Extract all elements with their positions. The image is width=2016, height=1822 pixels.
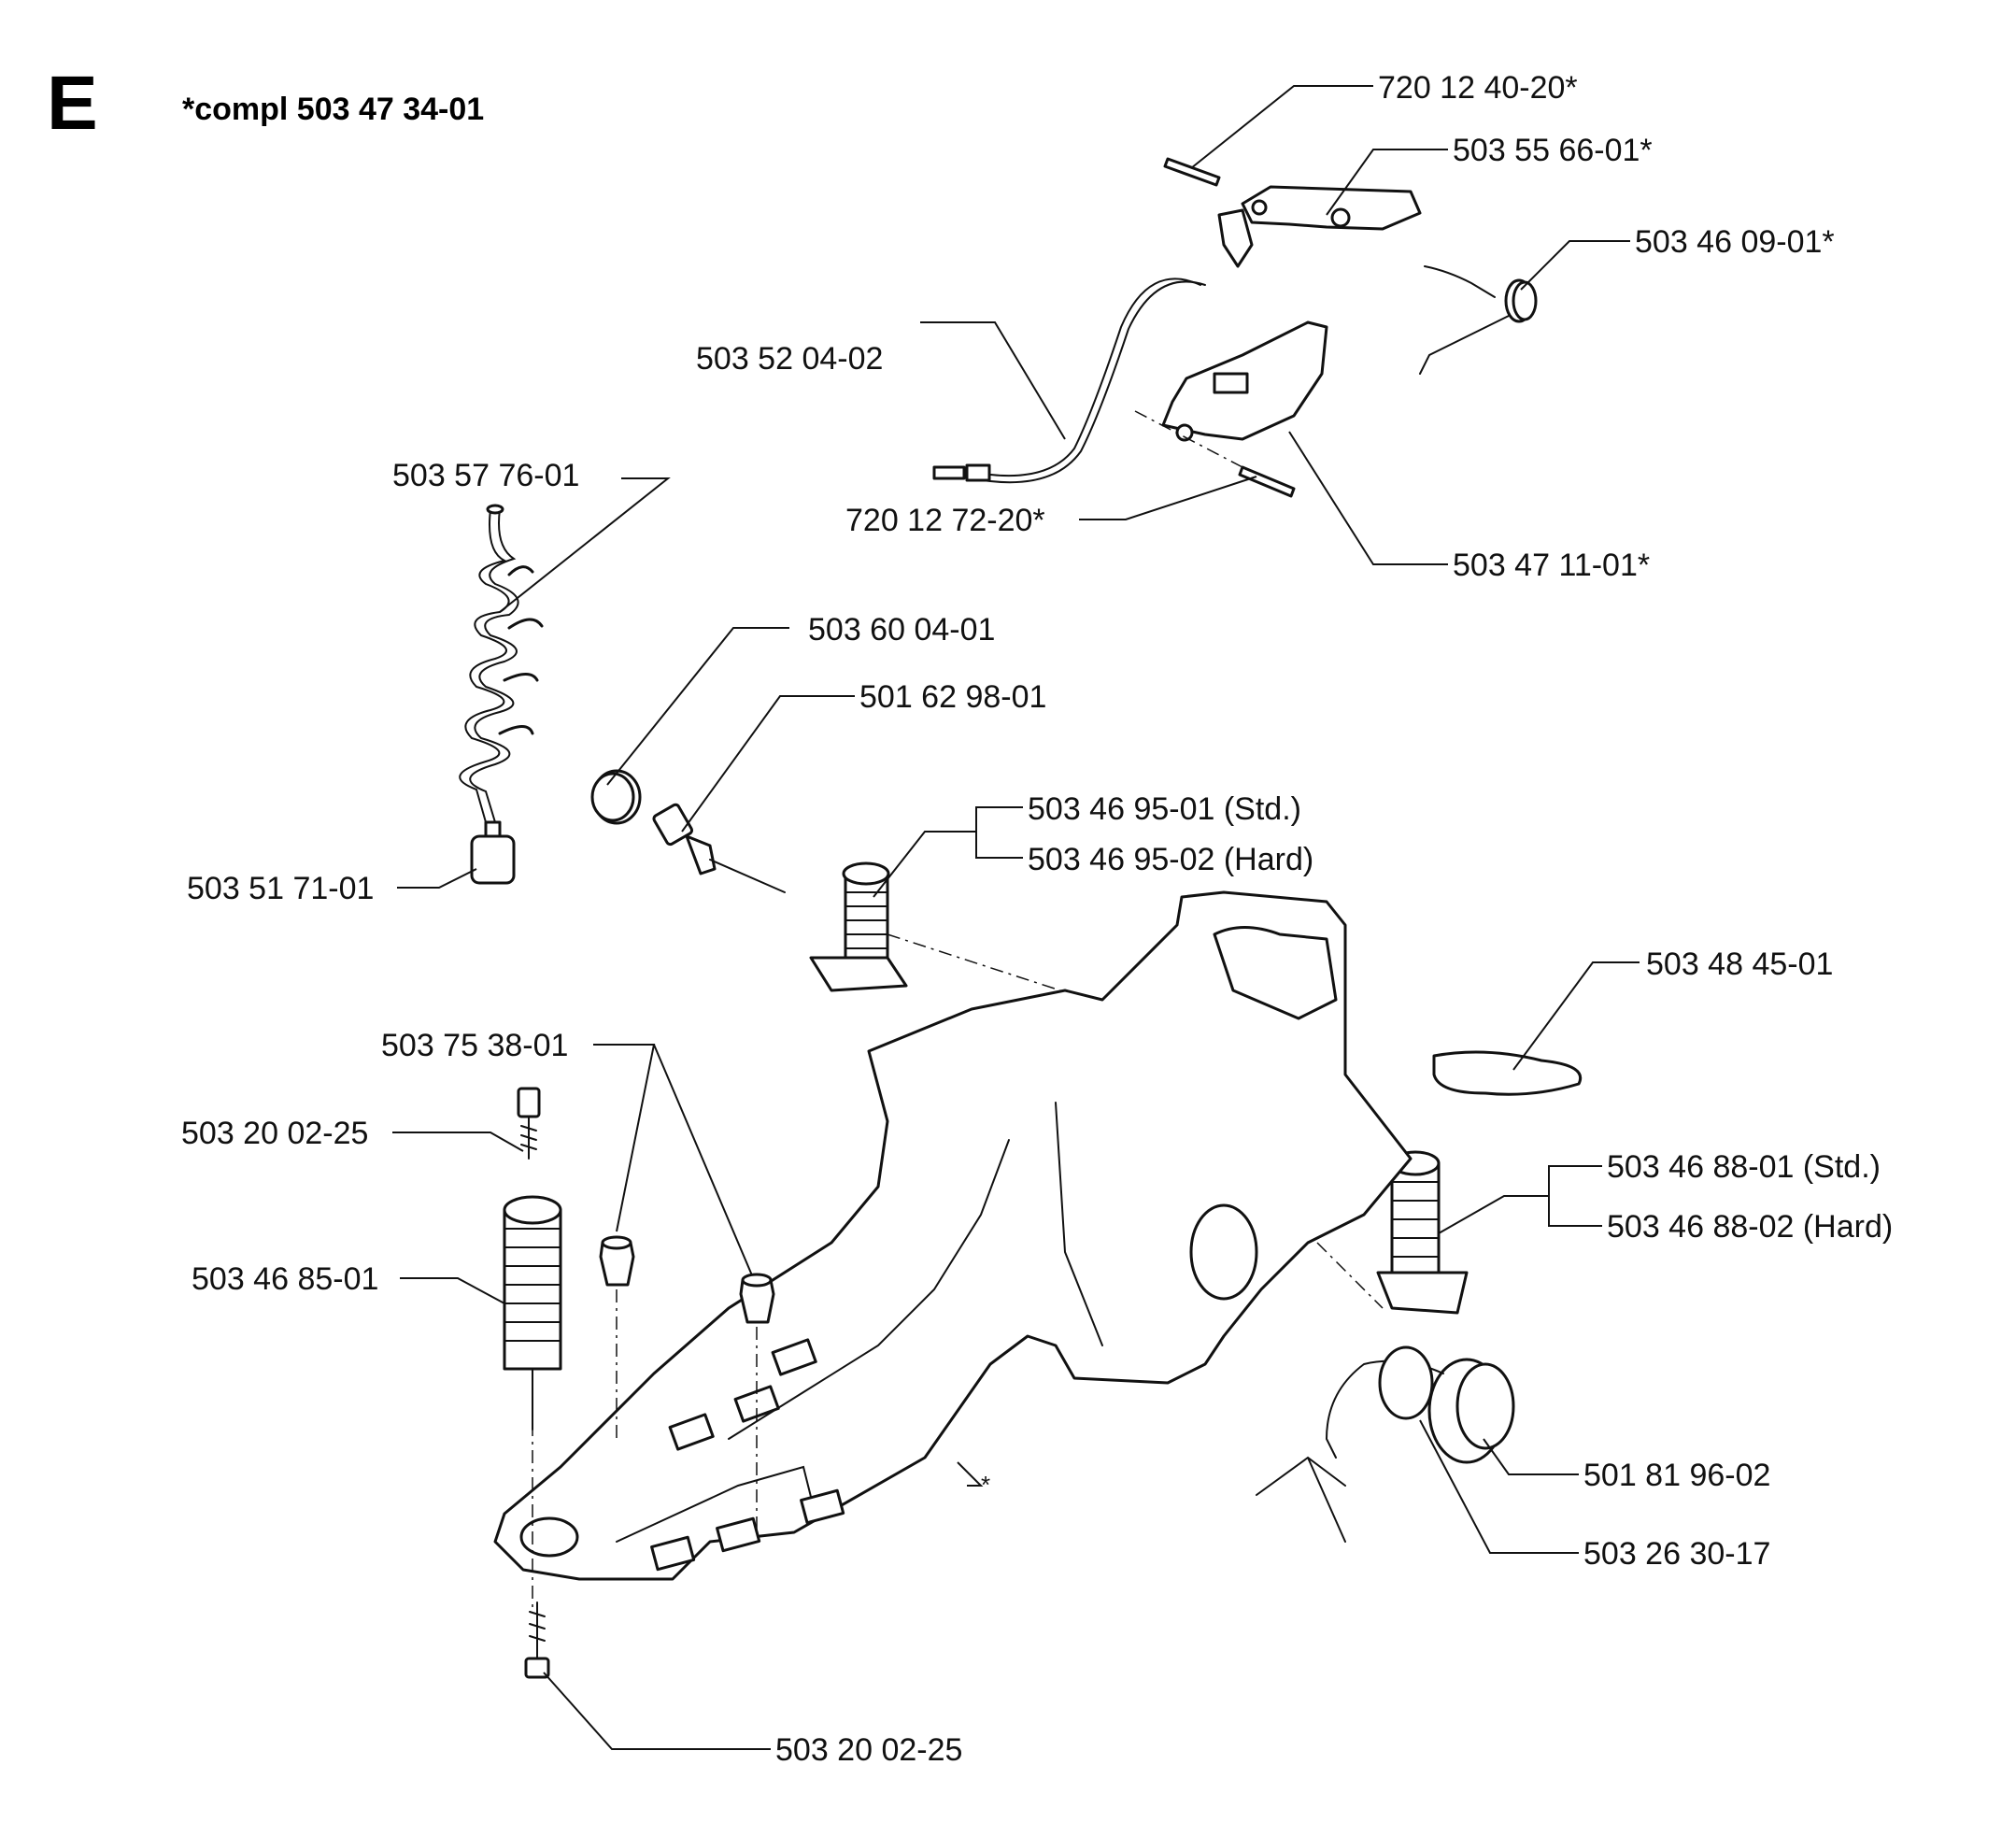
part-label-screw-lower: 503 20 02-25 [775,1732,962,1768]
part-label-asterisk: * [981,1471,990,1499]
part-label-o-ring: 503 26 30-17 [1583,1536,1770,1572]
av-element-upper-part [809,861,908,992]
part-labels: 720 12 40-20* 503 55 66-01* 503 46 09-01… [181,70,1893,1768]
fuel-cap-part [1325,1358,1515,1464]
part-label-screw-upper: 503 20 02-25 [181,1116,368,1151]
pin-upper-part [1163,157,1221,187]
cap-strap-part [1256,1456,1346,1543]
part-label-fuel-cap: 501 81 96-02 [1583,1458,1770,1493]
part-label-handle-cover: 503 48 45-01 [1646,947,1833,982]
o-ring-part [1378,1345,1434,1420]
vent-plug-part [590,769,642,825]
part-label-vent-plug: 503 60 04-01 [808,612,995,648]
leader-lines [392,85,1640,1750]
part-label-bushing: 503 75 38-01 [381,1028,568,1063]
fuel-tank-housing-part [493,890,1413,1581]
screw-lower-part [524,1601,550,1679]
part-label-throttle-lever: 503 55 66-01* [1453,133,1653,168]
part-label-av-upper-hard: 503 46 95-02 (Hard) [1028,842,1313,877]
screw-upper-part [517,1087,541,1160]
trigger-part [1161,320,1328,442]
throttle-lever-part [1217,185,1422,268]
av-element-left-part [503,1195,562,1431]
assembly-subtitle: *compl 503 47 34-01 [182,92,485,127]
part-label-fuel-filter: 503 51 71-01 [187,871,374,906]
part-label-oil-pump-screw: 501 62 98-01 [859,679,1046,715]
part-label-fuel-hose: 503 57 76-01 [392,458,579,493]
part-label-av-right-std: 503 46 88-01 (Std.) [1607,1149,1881,1185]
fuel-filter-part [470,820,516,885]
part-label-trigger: 503 47 11-01* [1453,548,1650,583]
part-label-spring: 503 46 09-01* [1635,224,1835,260]
oil-pump-screw-part [652,803,786,893]
bushing-right-part [739,1273,775,1324]
bushing-left-part [599,1235,635,1287]
spring-part [1419,265,1538,375]
part-label-av-left: 503 46 85-01 [192,1261,378,1297]
fuel-hose-part [459,504,544,823]
handle-cover-part [1432,1050,1582,1096]
pin-lower-part [1134,410,1296,498]
part-label-pin-upper: 720 12 40-20* [1378,70,1578,106]
part-label-av-upper-std: 503 46 95-01 (Std.) [1028,791,1301,827]
part-label-pin-lower: 720 12 72-20* [845,503,1045,538]
part-label-throttle-cable: 503 52 04-02 [696,341,883,377]
av-element-right-part [1376,1150,1469,1315]
section-letter: E [47,61,98,146]
part-label-av-right-hard: 503 46 88-02 (Hard) [1607,1209,1893,1245]
throttle-cable-part [932,278,1206,484]
